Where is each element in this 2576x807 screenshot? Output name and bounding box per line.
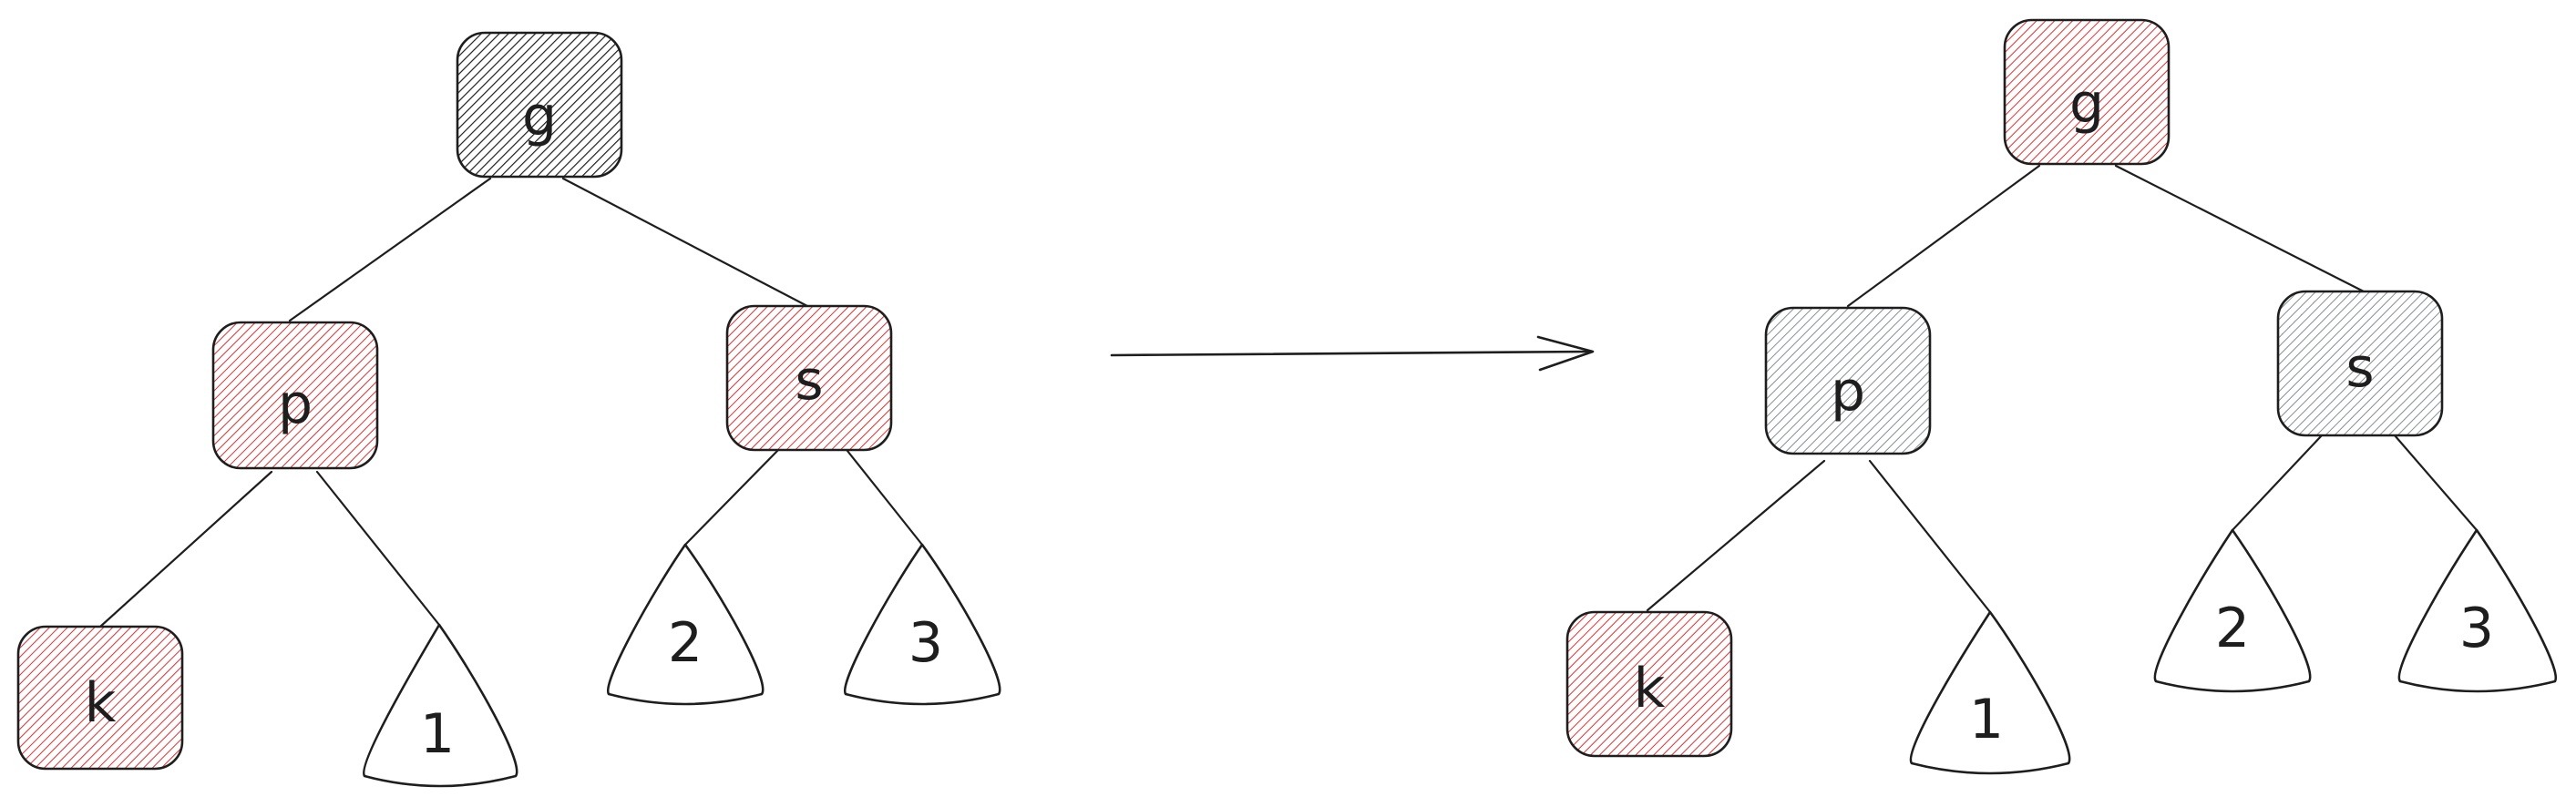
before-tree: g p s k 1 2 3 <box>16 31 1001 788</box>
transform-arrow <box>1110 335 1595 372</box>
node-g-after-label: g <box>2069 72 2104 136</box>
subtree-1-after: 1 <box>1909 610 2071 775</box>
subtree-2-label: 2 <box>668 611 703 675</box>
node-s-label: s <box>795 349 823 413</box>
node-p-after: p <box>1764 306 1932 455</box>
subtree-3-after-label: 3 <box>2459 597 2494 660</box>
node-g-after: g <box>2003 18 2171 166</box>
node-g: g <box>456 31 623 179</box>
node-g-label: g <box>522 85 557 148</box>
subtree-2: 2 <box>606 543 765 706</box>
subtree-3-after: 3 <box>2397 528 2558 693</box>
edge-s-t2 <box>683 444 784 547</box>
node-k-label: k <box>85 671 117 735</box>
edge-p-t1-after <box>1868 459 1992 614</box>
node-p: p <box>211 321 379 470</box>
edge-p-k-after <box>1646 459 1826 612</box>
subtree-2-after: 2 <box>2153 528 2312 693</box>
node-p-after-label: p <box>1831 360 1865 424</box>
node-p-label: p <box>278 373 313 436</box>
edge-s-t2-after <box>2231 434 2324 532</box>
node-k: k <box>16 625 184 771</box>
subtree-3: 3 <box>843 543 1001 706</box>
edge-p-t1 <box>315 470 441 627</box>
subtree-1: 1 <box>362 623 518 788</box>
edge-g-p <box>288 177 492 322</box>
node-k-after-label: k <box>1634 657 1666 720</box>
edge-s-t3 <box>842 444 924 547</box>
edge-g-p-after <box>1846 164 2041 308</box>
node-s: s <box>725 304 893 452</box>
node-s-after: s <box>2276 290 2444 437</box>
subtree-1-label: 1 <box>420 702 455 766</box>
edge-g-s-after <box>2114 164 2366 293</box>
subtree-3-label: 3 <box>908 611 943 675</box>
edge-p-k <box>98 470 273 628</box>
node-s-after-label: s <box>2345 336 2374 400</box>
after-tree: g p s k 1 2 3 <box>1565 18 2558 775</box>
subtree-1-after-label: 1 <box>1969 688 2004 751</box>
edge-s-t3-after <box>2393 434 2479 532</box>
edge-g-s <box>561 177 809 308</box>
node-k-after: k <box>1565 610 1733 758</box>
subtree-2-after-label: 2 <box>2215 597 2250 660</box>
